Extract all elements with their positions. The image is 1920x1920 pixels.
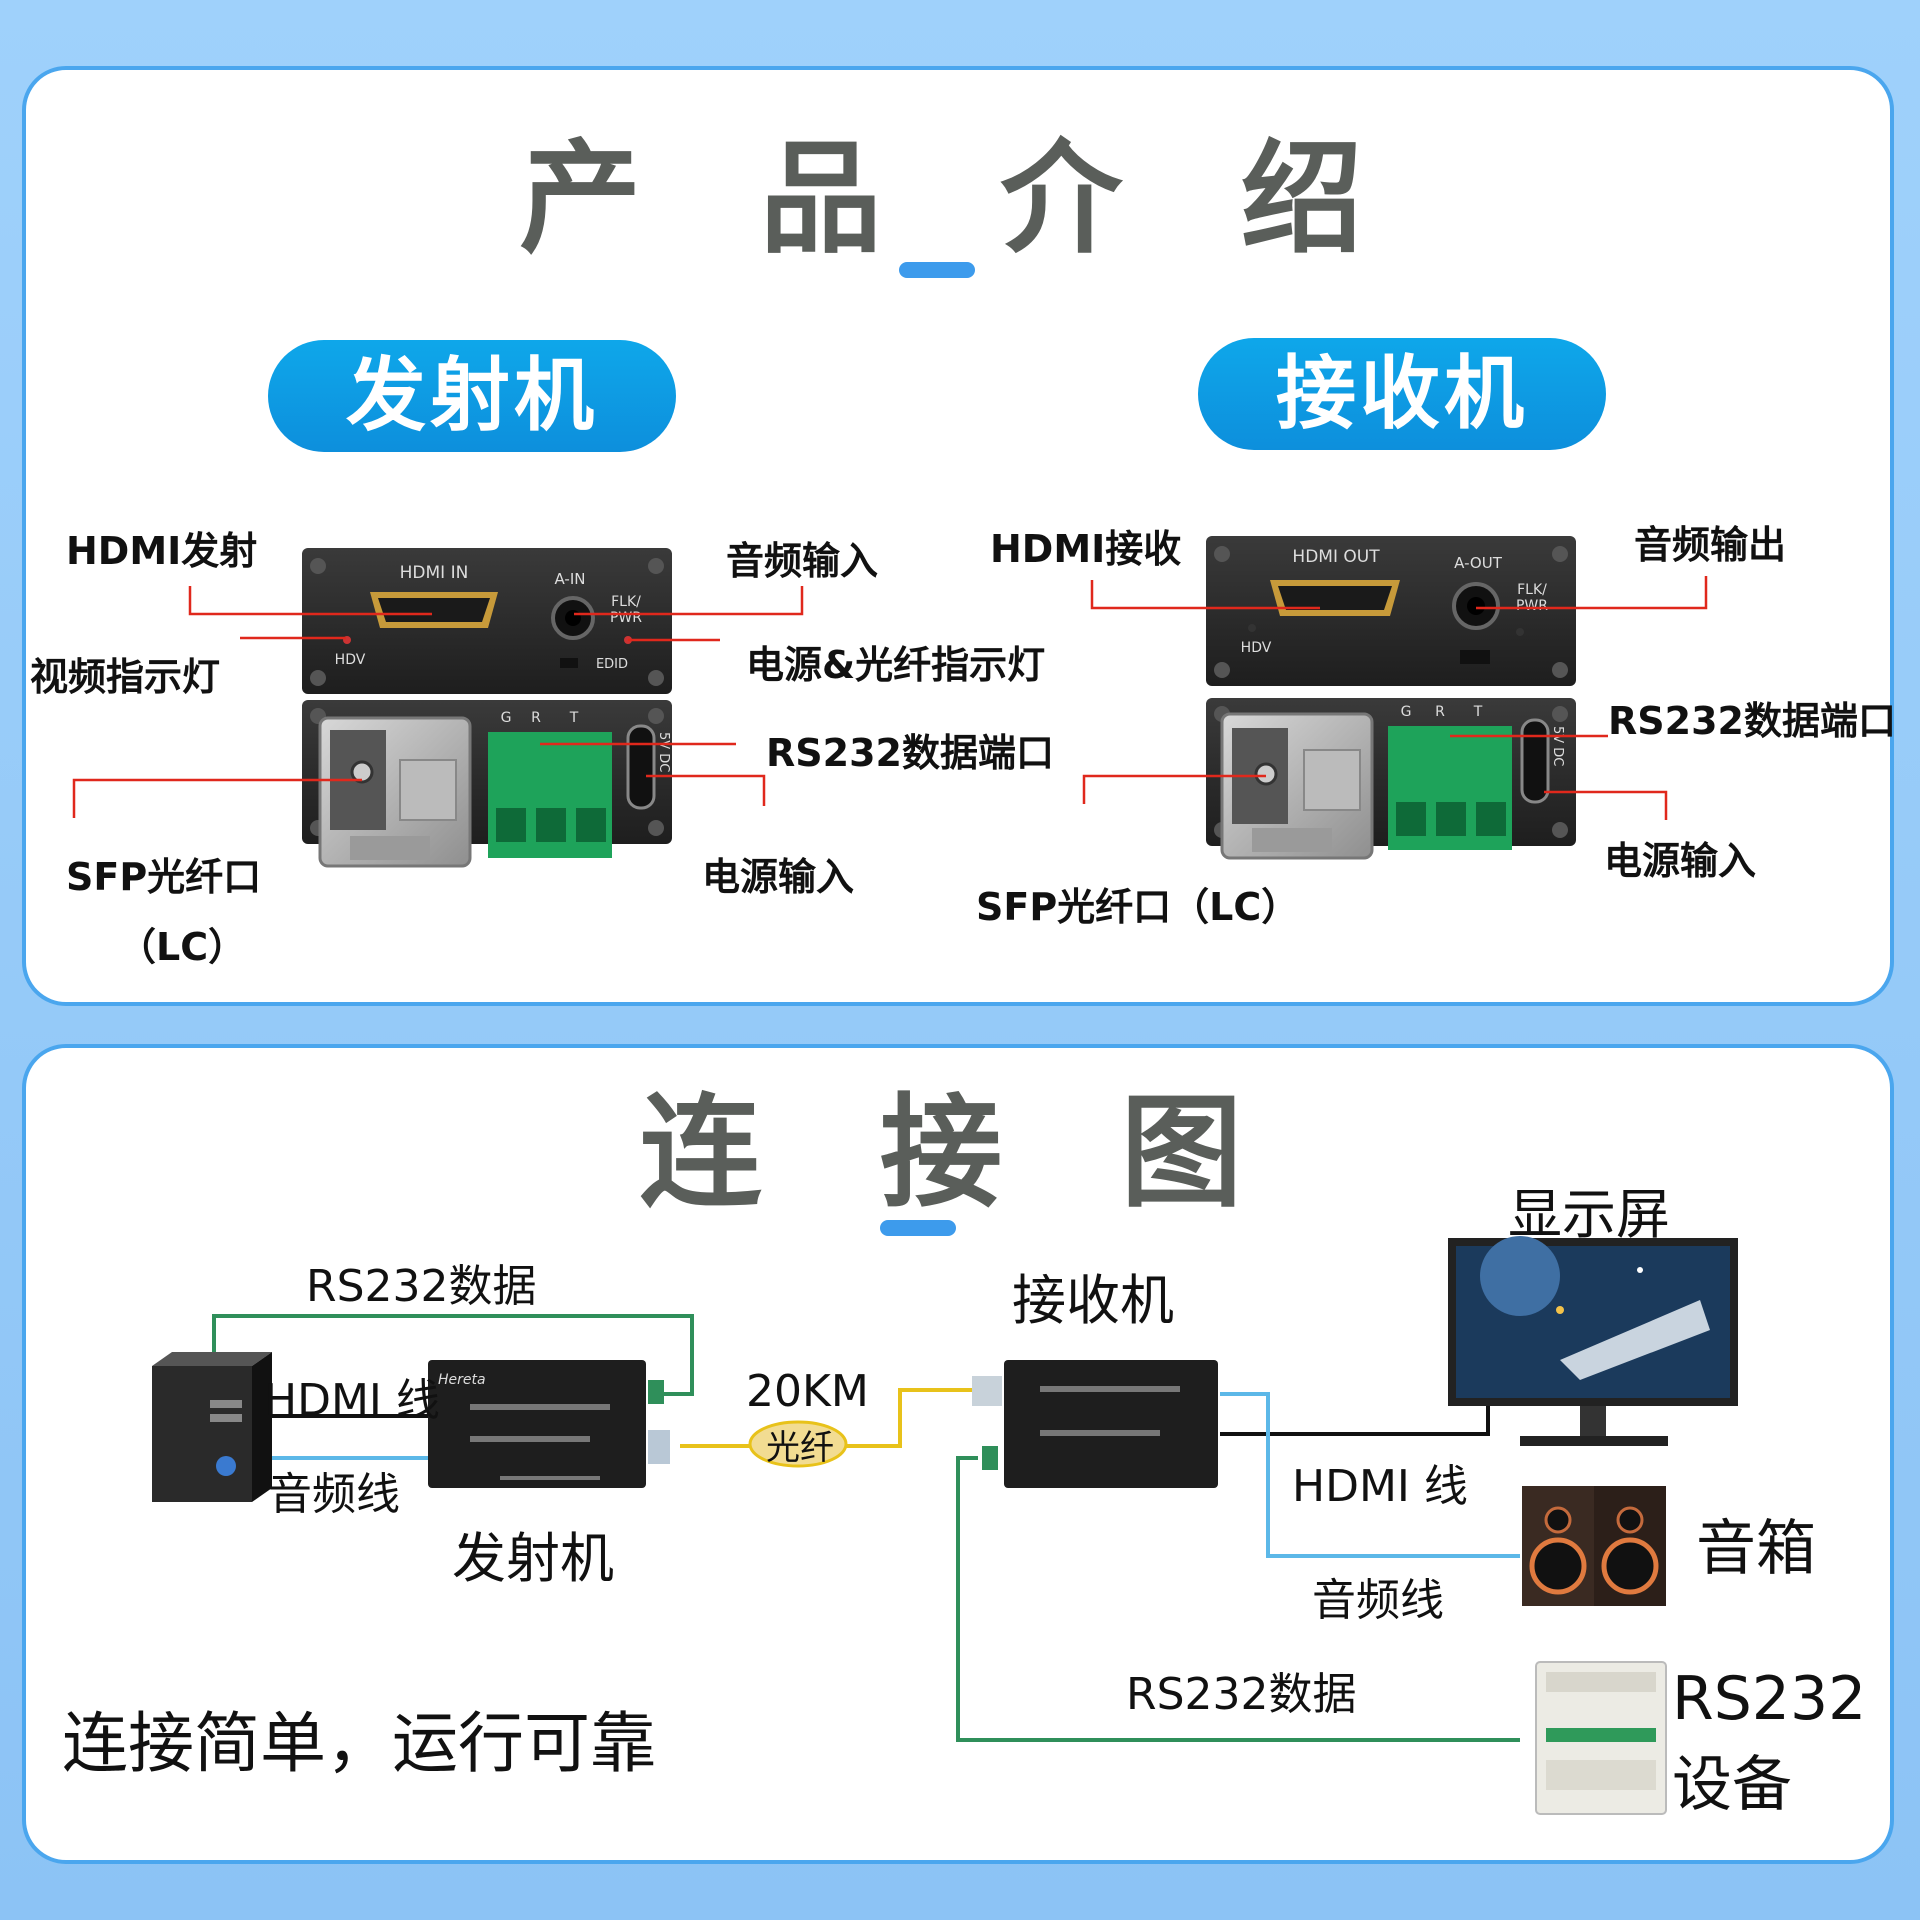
audio-cable-left-label: 音频线	[268, 1469, 400, 1520]
rx-panel-pwr: PWR	[1516, 598, 1548, 614]
rx-panel-r: R	[1435, 704, 1445, 720]
rx-box-icon	[972, 1360, 1218, 1488]
slogan: 连接简单，运行可靠	[62, 1705, 656, 1782]
tx-box-brand: Hereta	[438, 1372, 486, 1388]
rs232-cable-top	[212, 1314, 694, 1396]
tx-label-audio-in: 音频输入	[726, 539, 879, 583]
tx-label-hdmi: HDMI发射	[66, 529, 258, 573]
tx-label-sfp: SFP光纤口	[66, 855, 262, 899]
tx-label-pwr-fiber-led: 电源&光纤指示灯	[746, 643, 1046, 687]
transmitter-label: 发射机	[452, 1527, 614, 1590]
rx-label-hdmi: HDMI接收	[990, 527, 1182, 571]
distance-label: 20KM	[746, 1366, 869, 1417]
speaker-label: 音箱	[1696, 1514, 1816, 1584]
connection-title: 连 接 图	[639, 1082, 1281, 1224]
tx-panel-flk: FLK/	[611, 594, 641, 610]
rx-label-audio-out: 音频输出	[1634, 523, 1787, 567]
rx-panel-t: T	[1473, 704, 1483, 720]
rs232-device-label-1: RS232	[1672, 1664, 1867, 1734]
tx-panel-5vdc: 5V DC	[656, 732, 671, 772]
rx-panel-g: G	[1401, 704, 1412, 720]
rx-panel-hdmi: HDMI OUT	[1292, 547, 1380, 567]
fiber-badge	[748, 1420, 848, 1468]
intro-title-underline	[899, 262, 975, 278]
tx-panel-t: T	[569, 710, 579, 726]
tx-label-video-led: 视频指示灯	[30, 655, 221, 699]
rx-panel-audio: A-OUT	[1454, 554, 1503, 572]
tx-panel-hdv: HDV	[335, 652, 366, 668]
hdmi-cable-left-label: HDMI 线	[264, 1375, 440, 1426]
tx-rear-panel: G R T 5V DC	[302, 700, 672, 868]
hdmi-cable-right-label: HDMI 线	[1292, 1461, 1468, 1512]
intro-title: 产 品 介 绍	[519, 128, 1401, 270]
rs232-cable-bottom	[956, 1456, 1520, 1742]
connection-title-underline	[880, 1220, 956, 1236]
rs232-device-icon	[1535, 1661, 1667, 1815]
rx-panel-hdv: HDV	[1241, 640, 1272, 656]
tx-label-power-in: 电源输入	[702, 855, 855, 899]
tx-label-rs232: RS232数据端口	[766, 731, 1054, 775]
tx-panel-audio: A-IN	[555, 570, 586, 588]
hdmi-cable-right	[1220, 1404, 1490, 1436]
callout-lines	[72, 576, 1708, 820]
rx-panel-flk: FLK/	[1517, 582, 1547, 598]
display-label: 显示屏	[1508, 1183, 1670, 1246]
audio-cable-right	[1220, 1392, 1520, 1558]
rs232-bottom-label: RS232数据	[1126, 1669, 1357, 1720]
pc-tower-icon	[152, 1352, 272, 1502]
display-icon	[1448, 1236, 1738, 1446]
receiver-label: 接收机	[1012, 1269, 1174, 1332]
fiber-label: 光纤	[766, 1428, 834, 1468]
tx-label-sfp-lc: （LC）	[118, 925, 247, 969]
rx-label-power-in: 电源输入	[1604, 839, 1757, 883]
rs232-top-label: RS232数据	[306, 1261, 537, 1312]
rx-rear-panel: G R T 5V DC	[1206, 698, 1576, 860]
tx-panel-edid: EDID	[596, 657, 628, 672]
rx-label-sfp: SFP光纤口（LC）	[976, 885, 1300, 929]
audio-cable-right-label: 音频线	[1312, 1575, 1444, 1626]
tx-panel-r: R	[531, 710, 541, 726]
rx-label-rs232: RS232数据端口	[1608, 699, 1896, 743]
tx-box-icon: Hereta	[428, 1360, 670, 1488]
speaker-icon	[1522, 1486, 1666, 1606]
rs232-device-label-2: 设备	[1672, 1750, 1792, 1820]
tx-panel-g: G	[501, 710, 512, 726]
transmitter-pill: 发射机	[268, 340, 676, 452]
receiver-pill: 接收机	[1198, 338, 1606, 450]
tx-panel-hdmi: HDMI IN	[400, 563, 469, 583]
